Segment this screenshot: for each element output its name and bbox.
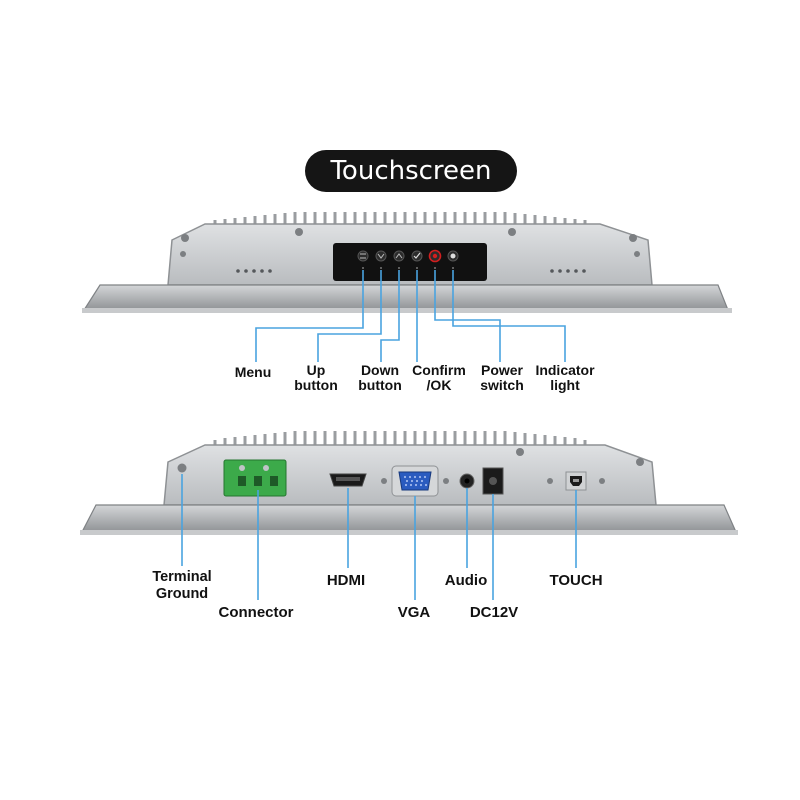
leader-indicator bbox=[452, 270, 566, 362]
power-key-icon bbox=[428, 249, 442, 263]
button-panel bbox=[333, 243, 487, 281]
hdmi-port bbox=[329, 473, 367, 487]
menu-key-icon bbox=[357, 250, 369, 262]
label-dc12v: DC12V bbox=[470, 604, 518, 621]
label-confirm-ok: Confirm/OK bbox=[412, 362, 466, 393]
label-connector: Connector bbox=[219, 604, 294, 621]
indicator-light-icon bbox=[447, 250, 459, 262]
label-touch: TOUCH bbox=[549, 572, 602, 589]
connector-terminal-block bbox=[223, 459, 287, 497]
up-key-icon bbox=[393, 250, 405, 262]
audio-jack bbox=[459, 473, 475, 489]
leader-down bbox=[380, 270, 400, 362]
leader-up bbox=[317, 270, 382, 362]
leader-menu bbox=[255, 270, 364, 362]
leader-power bbox=[434, 270, 501, 362]
label-menu: Menu bbox=[235, 364, 272, 380]
confirm-key-icon bbox=[411, 250, 423, 262]
down-key-icon bbox=[375, 250, 387, 262]
top-view-device bbox=[82, 212, 732, 313]
dc12v-jack bbox=[482, 467, 504, 495]
label-audio: Audio bbox=[445, 572, 488, 589]
touch-usb-port bbox=[565, 471, 587, 491]
page-title: Touchscreen bbox=[305, 150, 517, 192]
bottom-leader-lines bbox=[181, 474, 577, 600]
top-leader-lines bbox=[255, 270, 566, 362]
vga-port bbox=[391, 465, 439, 497]
label-vga: VGA bbox=[398, 604, 431, 621]
label-hdmi: HDMI bbox=[327, 572, 365, 589]
bottom-view-device bbox=[80, 431, 738, 535]
